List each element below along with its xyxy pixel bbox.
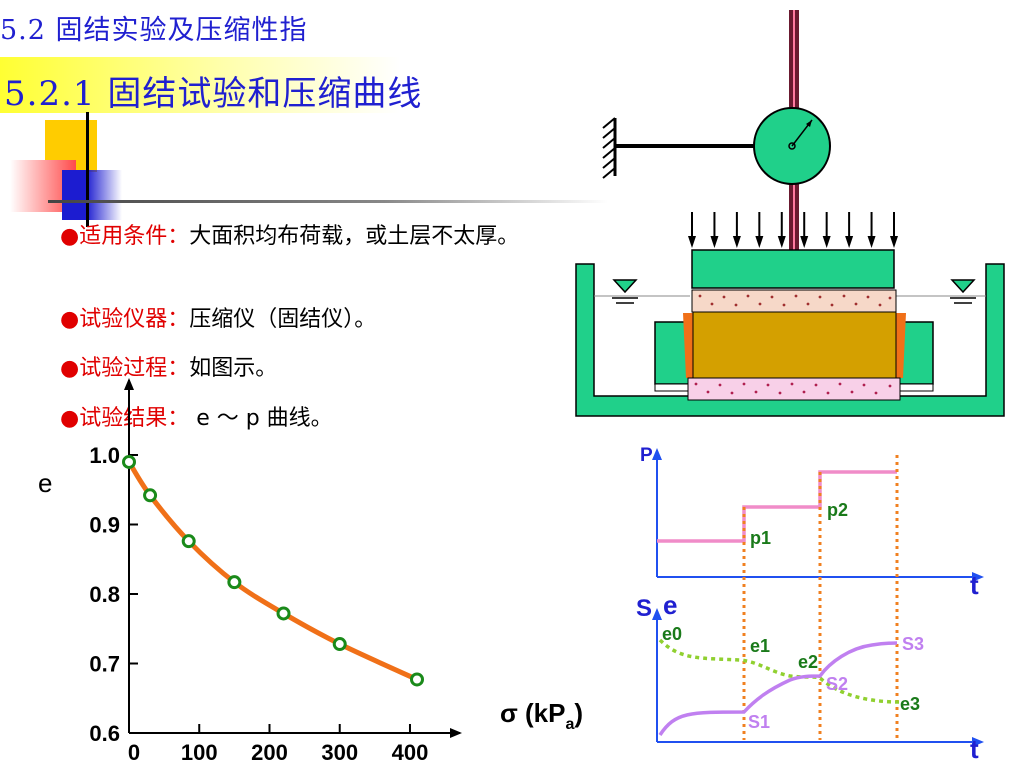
bullet-test-result: ●试验结果： e ～ p 曲线。 (60, 404, 530, 434)
p2-label: p2 (827, 500, 848, 520)
bullet-test-instrument: ●试验仪器：压缩仪（固结仪）。 (60, 305, 530, 335)
soil-sample (692, 311, 897, 379)
void-ratio-curve (658, 638, 901, 704)
y-tick-label: 1.0 (89, 443, 120, 468)
s2-label: S2 (826, 674, 848, 694)
time-history-chart: P t p1 p2 S e t e0 e1 e2 e3 S1 S2 S3 (636, 445, 984, 764)
load-time-panel: P t p1 p2 (640, 445, 984, 600)
load-arrow (822, 212, 831, 248)
data-point (122, 454, 136, 469)
section-title: 5.2 固结实验及压缩性指 (0, 15, 308, 46)
load-label-p1: p1 (750, 528, 771, 548)
void-ratio-axis-label: e (663, 590, 677, 620)
load-arrow (867, 212, 876, 248)
load-arrow (710, 212, 719, 248)
consolidometer-diagram (575, 10, 1005, 417)
x-tick-label: 200 (251, 740, 288, 765)
x-tick-label: 300 (321, 740, 358, 765)
e2-label: e2 (798, 652, 818, 672)
top-porous-stone (691, 289, 897, 313)
y-axis-ticks: 1.0 0.9 0.8 0.7 0.6 (89, 443, 138, 746)
compression-curve-chart: 1.0 0.9 0.8 0.7 0.6 0 100 200 300 400 e σ (kPa) (38, 378, 583, 765)
bullet-text: 如图示。 (189, 356, 278, 381)
e3-label: e3 (900, 694, 920, 714)
load-arrow (755, 212, 764, 248)
settlement-axis-label: S (636, 595, 652, 622)
x-tick-label: 100 (181, 740, 218, 765)
load-arrow (890, 212, 898, 248)
chart-axes (124, 378, 462, 738)
load-label-p2: p2 (827, 500, 848, 520)
x-axis-ticks: 0 100 200 300 400 (128, 724, 428, 765)
settlement-curve (658, 641, 898, 736)
settlement-void-panel: S e t e0 e1 e2 e3 S1 S2 S3 (636, 590, 984, 764)
bullet-text: 压缩仪（固结仪）。 (189, 307, 377, 332)
loading-cap (691, 249, 895, 289)
bullet-label: ●试验结果： (60, 406, 190, 431)
water-level-icon (612, 279, 638, 304)
s3-label: S3 (902, 634, 924, 654)
e1-label: e1 (750, 636, 770, 656)
deco-horizontal-line (48, 200, 608, 203)
load-arrow (845, 212, 854, 248)
bullet-label: ●适用条件： (60, 224, 190, 249)
bottom-porous-stone (687, 377, 901, 401)
subsection-title: 5.2.1 固结试验和压缩曲线 (4, 74, 423, 114)
cutting-ring-right (896, 313, 906, 378)
load-step-guides (742, 455, 899, 740)
bullet-test-process: ●试验过程：如图示。 (60, 354, 530, 384)
bullet-applicable-conditions: ●适用条件：大面积均布荷载，或土层不太厚。 (60, 222, 530, 252)
bullet-label: ●试验过程： (60, 356, 190, 381)
load-axis-label: P (640, 445, 653, 466)
load-arrow (688, 212, 696, 248)
data-point (143, 488, 158, 503)
wall-support (602, 117, 756, 179)
cutting-ring-left (683, 313, 693, 378)
x-tick-label: 400 (392, 740, 429, 765)
y-tick-label: 0.7 (89, 652, 120, 677)
y-tick-label: 0.6 (89, 721, 120, 746)
container (575, 263, 1005, 417)
load-step-line (657, 470, 897, 543)
data-point (227, 575, 242, 590)
load-arrow (777, 212, 786, 248)
bullet-text: e ～ p 曲线。 (189, 406, 333, 431)
y-tick-label: 0.8 (89, 582, 120, 607)
x-tick-label: 0 (128, 740, 140, 765)
data-point (332, 637, 347, 652)
bullet-label: ●试验仪器： (60, 307, 190, 332)
load-arrows (688, 212, 898, 248)
load-arrow (732, 212, 741, 248)
data-point (410, 672, 424, 687)
title-band (0, 57, 400, 113)
compression-curve (126, 459, 420, 682)
data-point (181, 534, 196, 549)
data-point (276, 606, 291, 621)
time-axis-label-2: t (970, 734, 979, 764)
e0-label: e0 (662, 624, 682, 644)
p1-label: p1 (750, 528, 771, 548)
data-points (122, 454, 424, 687)
x-axis-label: σ (kPa) (500, 698, 583, 733)
y-tick-label: 0.9 (89, 513, 120, 538)
time-axis-label: t (970, 570, 979, 600)
y-axis-label: e (38, 468, 52, 498)
s1-label: S1 (748, 712, 770, 732)
water-level-icon (950, 279, 976, 304)
dial-gauge (753, 107, 831, 185)
deco-square-blue (62, 170, 122, 220)
load-arrow (800, 212, 809, 248)
bullet-text: 大面积均布荷载，或土层不太厚。 (189, 224, 520, 249)
deco-vertical-line (86, 112, 89, 227)
